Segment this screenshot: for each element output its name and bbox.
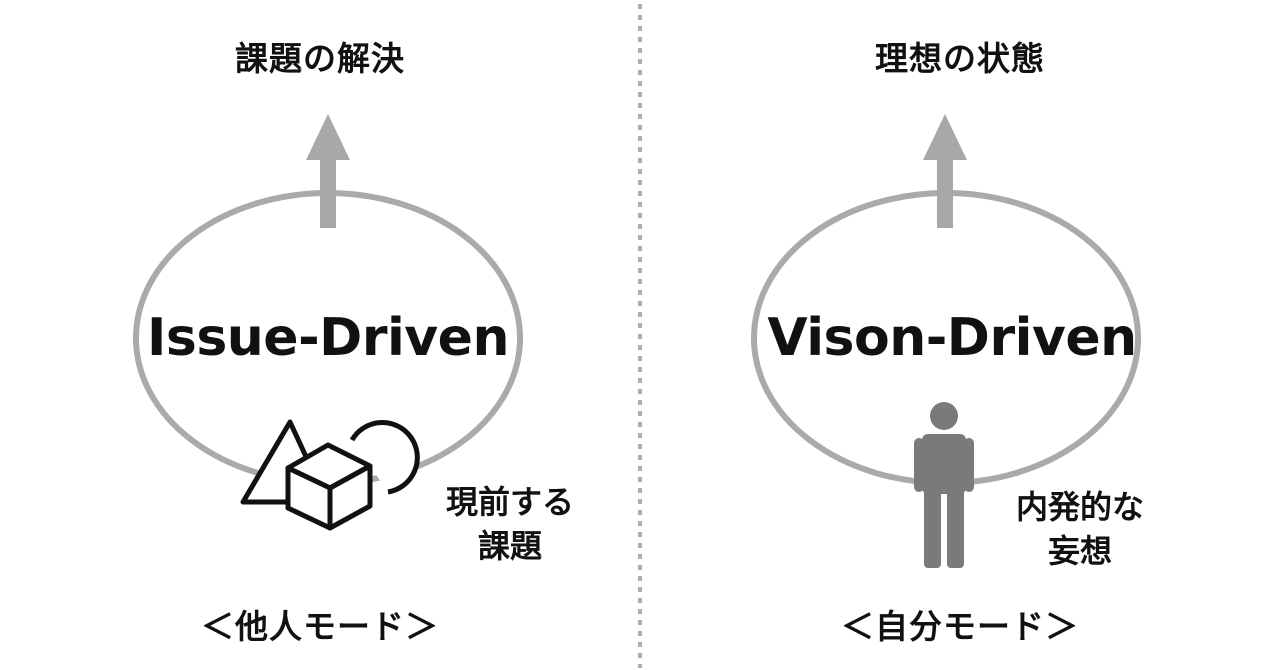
dotted-divider [638, 4, 642, 668]
shapes-icon [240, 419, 420, 531]
mode-label-left: ＜他人モード＞ [201, 607, 439, 646]
up-arrow-icon [306, 114, 350, 228]
vision-driven-label: Vison-Driven [767, 308, 1137, 368]
source-label-right: 内発的な 妄想 [990, 485, 1170, 573]
issue-driven-label: Issue-Driven [147, 308, 509, 368]
source-label-right-line2: 妄想 [1047, 532, 1112, 570]
mode-label-right: ＜自分モード＞ [841, 607, 1079, 646]
vision-driven-graphic [751, 114, 1141, 568]
issue-driven-panel: 課題の解決 Issue-Driven 現前する 課題 ＜他人モード＞ [133, 39, 600, 646]
goal-title-right: 理想の状態 [875, 39, 1045, 78]
source-label-left-line2: 課題 [477, 527, 542, 565]
source-label-right-line1: 内発的な [1015, 488, 1144, 526]
issue-driven-graphic [133, 114, 523, 531]
vision-driven-panel: 理想の状態 Vison-Driven 内発的な 妄想 ＜自分モード＞ [640, 0, 1280, 670]
goal-title-left: 課題の解決 [235, 39, 405, 78]
person-icon [914, 402, 974, 568]
source-label-left-line1: 現前する [445, 483, 574, 521]
up-arrow-icon [923, 114, 967, 228]
source-label-left: 現前する 課題 [420, 480, 600, 568]
